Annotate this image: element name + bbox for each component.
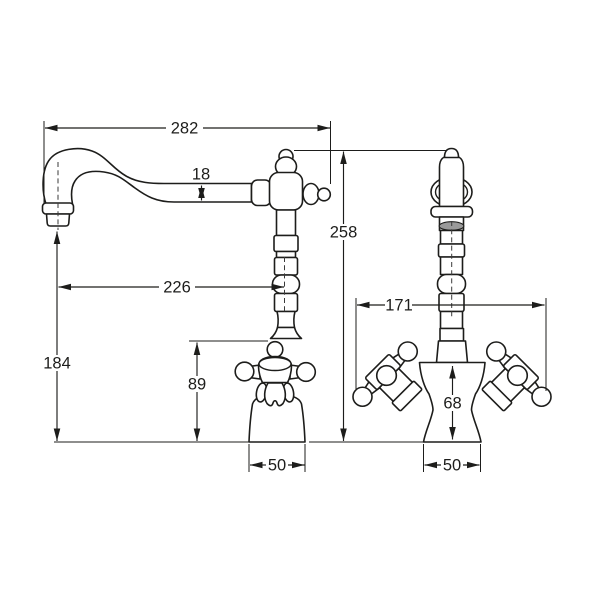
side-handle-top-ball xyxy=(266,340,284,359)
front-right-handle-base-collar xyxy=(481,380,513,412)
front-view-tap xyxy=(352,147,552,443)
front-cap-dome xyxy=(443,147,460,159)
dim-label-171: 171 xyxy=(385,297,413,315)
dim-base-width-front-50: 50 xyxy=(423,444,481,475)
dim-base-width-side-50: 50 xyxy=(248,444,306,475)
side-column-bulge xyxy=(271,274,301,295)
side-column-flare xyxy=(269,326,303,340)
front-right-handle-ball-a xyxy=(485,341,507,362)
dim-label-18: 18 xyxy=(192,166,210,184)
dim-spout-reach-226: 226 xyxy=(58,279,284,297)
dim-body-height-68: 68 xyxy=(443,366,462,440)
dim-label-258: 258 xyxy=(330,224,358,242)
side-body-block xyxy=(268,171,304,211)
dim-label-50-front: 50 xyxy=(443,457,461,475)
side-handle-lower-arm xyxy=(263,382,287,407)
front-cap-cylinder xyxy=(438,154,465,208)
front-left-handle-ball-a xyxy=(352,386,373,408)
dim-handle-height-89: 89 xyxy=(188,340,268,441)
side-column-band1 xyxy=(273,234,299,253)
side-column-neck2 xyxy=(275,250,297,259)
front-body xyxy=(418,361,486,443)
dim-label-226: 226 xyxy=(163,279,191,297)
front-collar xyxy=(430,205,474,218)
front-right-handle-face-circle xyxy=(506,364,529,387)
side-column-band3 xyxy=(273,292,299,313)
dim-overall-height-258: 258 xyxy=(294,150,446,441)
front-left-handle-ball-b xyxy=(397,341,419,362)
side-handle-hub-face xyxy=(258,356,292,372)
side-handle-right-ball xyxy=(295,361,317,383)
front-left-handle xyxy=(352,341,423,412)
side-cross-handle xyxy=(234,340,317,407)
front-right-handle xyxy=(481,341,552,412)
front-column-collar-trapezoid xyxy=(435,340,469,364)
front-right-handle-ball-b xyxy=(531,386,552,408)
side-knob-tip xyxy=(316,187,332,202)
dim-overall-width-282: 282 xyxy=(43,120,331,203)
dim-label-89: 89 xyxy=(188,376,206,394)
dim-handle-span-171: 171 xyxy=(355,297,547,391)
dim-label-282: 282 xyxy=(171,120,199,138)
side-column-band2 xyxy=(273,256,299,276)
dim-spout-tube-18: 18 xyxy=(192,166,210,201)
side-knob-ball xyxy=(302,182,320,206)
front-left-handle-face-circle xyxy=(375,364,398,387)
front-left-handle-base-collar xyxy=(391,380,423,412)
side-column-neck1 xyxy=(275,209,297,237)
side-column-waist xyxy=(276,310,296,329)
dim-outlet-height-184: 184 xyxy=(43,231,71,441)
dim-label-184: 184 xyxy=(43,355,71,373)
dim-label-50-side: 50 xyxy=(268,457,286,475)
side-handle-left-ball xyxy=(234,361,255,382)
dim-label-68: 68 xyxy=(443,395,461,413)
side-spout-collar xyxy=(250,179,272,207)
side-spout xyxy=(42,147,253,205)
front-column-seg3 xyxy=(439,327,465,342)
